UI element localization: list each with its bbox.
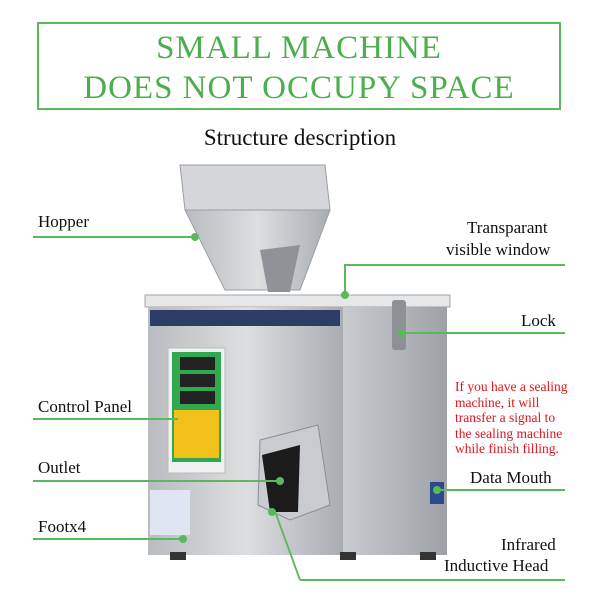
note-line: transfer a signal to bbox=[455, 410, 556, 425]
data-mouth-leader-line bbox=[437, 489, 565, 491]
label-foot: Footx4 bbox=[38, 517, 87, 536]
control-panel-leader-line bbox=[33, 418, 178, 420]
infrared-leader-dot bbox=[268, 508, 276, 516]
label-infrared-1: Infrared bbox=[501, 535, 556, 554]
window-leader-vertical bbox=[344, 264, 346, 294]
label-window-1: Transparant bbox=[467, 218, 548, 237]
outlet-leader-line bbox=[33, 480, 280, 482]
label-infrared-2: Inductive Head bbox=[444, 556, 549, 575]
label-hopper: Hopper bbox=[38, 212, 89, 231]
data-mouth-leader-dot bbox=[433, 486, 441, 494]
hopper-shape bbox=[179, 164, 331, 292]
sealing-note: If you have a sealing machine, it will t… bbox=[455, 379, 567, 457]
label-outlet: Outlet bbox=[38, 458, 81, 477]
foot-leader-dot bbox=[179, 535, 187, 543]
note-line: the sealing machine bbox=[455, 425, 563, 441]
label-window-2: visible window bbox=[446, 240, 551, 259]
label-control-panel: Control Panel bbox=[38, 397, 132, 416]
lock-leader-line bbox=[402, 332, 565, 334]
title-line-1: SMALL MACHINE bbox=[156, 30, 442, 66]
subtitle: Structure description bbox=[203, 125, 397, 150]
note-line: If you have a sealing bbox=[455, 379, 568, 394]
label-data-mouth: Data Mouth bbox=[470, 468, 552, 487]
window-leader-dot bbox=[341, 291, 349, 299]
title-line-2: DOES NOT OCCUPY SPACE bbox=[83, 70, 515, 106]
note-line: while finish filling. bbox=[455, 441, 559, 456]
outlet-leader-dot bbox=[276, 477, 284, 485]
label-lock: Lock bbox=[521, 311, 556, 330]
title-box: SMALL MACHINE DOES NOT OCCUPY SPACE bbox=[37, 22, 561, 110]
lock-leader-dot bbox=[398, 329, 406, 337]
foot-leader-line bbox=[33, 538, 183, 540]
infrared-leader-line bbox=[300, 579, 565, 581]
note-line: machine, it will bbox=[455, 394, 540, 410]
hopper-leader-dot bbox=[191, 233, 199, 241]
body-shape bbox=[144, 294, 451, 560]
hopper-leader-line bbox=[33, 236, 195, 238]
window-leader-line bbox=[345, 264, 565, 266]
